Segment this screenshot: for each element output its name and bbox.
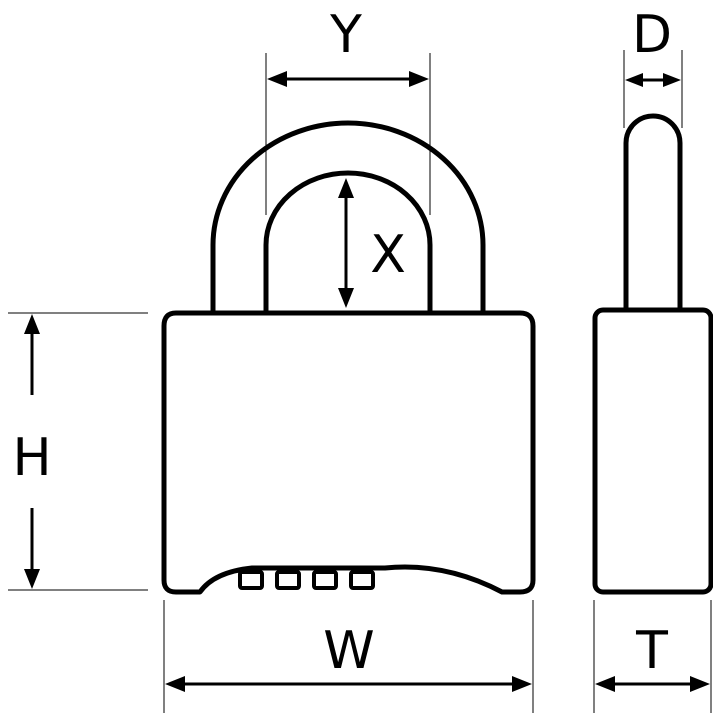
dimension-w — [165, 676, 532, 692]
label-t: T — [635, 621, 668, 681]
lock-body — [161, 310, 536, 595]
dial-4 — [349, 570, 375, 590]
extension-lines — [8, 50, 712, 713]
dimension-h — [24, 314, 40, 589]
label-d: D — [632, 5, 672, 65]
label-h: H — [12, 428, 51, 488]
padlock-side-view — [592, 113, 713, 595]
dimension-t — [595, 676, 710, 692]
dimension-d — [625, 73, 681, 87]
padlock-front-view — [161, 120, 536, 595]
side-body — [592, 307, 713, 595]
shackle — [210, 120, 486, 316]
dimension-y — [267, 71, 429, 87]
side-shackle — [623, 113, 683, 313]
dial-3 — [312, 570, 338, 590]
dial-2 — [275, 570, 301, 590]
combination-dials — [238, 570, 375, 590]
dimension-x — [338, 178, 354, 308]
label-x: X — [370, 225, 406, 285]
dial-1 — [238, 570, 264, 590]
label-y: Y — [329, 5, 362, 65]
label-w: W — [323, 621, 374, 681]
